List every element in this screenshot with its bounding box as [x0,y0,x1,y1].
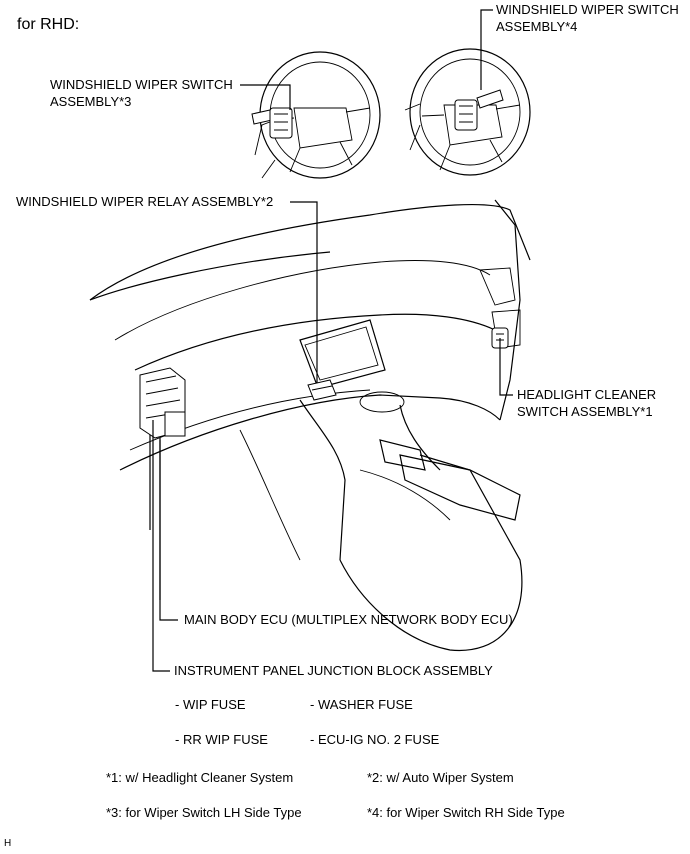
leader-main-body-ecu [159,438,178,621]
leader-wiper-relay [290,201,318,383]
dashboard-outline [89,199,531,652]
label-main-body-ecu: MAIN BODY ECU (MULTIPLEX NETWORK BODY EC… [184,612,513,627]
note-2: *2: w/ Auto Wiper System [367,770,514,785]
label-wiper-relay: WINDSHIELD WIPER RELAY ASSEMBLY*2 [16,194,274,209]
wiper-switch-rh-part [454,89,504,131]
label-wiper-switch-4-line2: ASSEMBLY*4 [496,19,578,34]
wiper-relay-part [307,379,337,401]
corner-mark: H [4,838,12,849]
junction-block-part [139,367,186,439]
leader-headlight-cleaner [499,338,513,396]
label-headlight-cleaner-line1: HEADLIGHT CLEANER [517,387,657,402]
wiper-switch-lh-part [251,107,293,139]
fuse-washer: - WASHER FUSE [310,697,413,712]
note-4: *4: for Wiper Switch RH Side Type [367,805,565,820]
page-heading: for RHD: [17,16,80,33]
leader-wiper-switch-4 [480,9,493,90]
label-wiper-switch-3-line2: ASSEMBLY*3 [50,94,132,109]
label-headlight-cleaner-line2: SWITCH ASSEMBLY*1 [517,404,653,419]
label-wiper-switch-3-line1: WINDSHIELD WIPER SWITCH [50,77,233,92]
label-junction-block: INSTRUMENT PANEL JUNCTION BLOCK ASSEMBLY [174,663,493,678]
fuse-ecu-ig: - ECU-IG NO. 2 FUSE [310,732,440,747]
fuse-rr-wip: - RR WIP FUSE [175,732,268,747]
leader-wiper-switch-3 [240,84,291,110]
leader-junction-block [152,420,170,672]
steering-wheel-rh [404,48,531,176]
note-3: *3: for Wiper Switch LH Side Type [106,805,302,820]
note-1: *1: w/ Headlight Cleaner System [106,770,294,785]
steering-wheel-lh [254,51,381,179]
fuse-wip: - WIP FUSE [175,697,246,712]
label-wiper-switch-4-line1: WINDSHIELD WIPER SWITCH [496,2,679,17]
